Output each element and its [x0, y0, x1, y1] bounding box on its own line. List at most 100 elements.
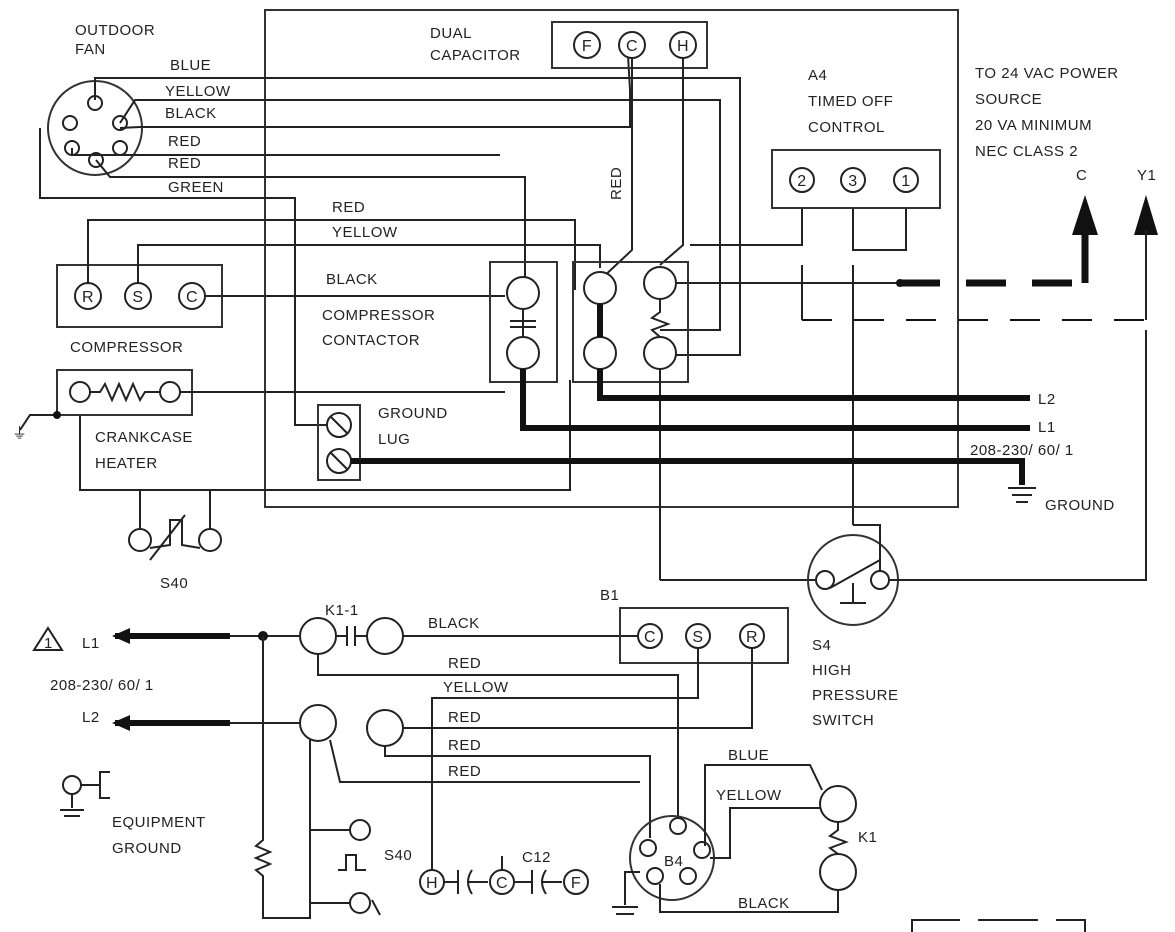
c12-terminal-f-label: F — [571, 875, 581, 892]
ladder-red-wire-2 — [385, 648, 753, 729]
fan-wire-green-label: GREEN — [168, 179, 224, 196]
fan-wire-black — [119, 54, 631, 129]
s40-lower-terminal — [349, 819, 371, 841]
heater-terminal — [159, 381, 181, 403]
contactor-terminal — [643, 336, 677, 370]
ground-lug-label-2: LUG — [378, 431, 410, 448]
supply-top-ground: GROUND — [1045, 497, 1115, 514]
heater-resistor — [90, 381, 160, 403]
partial-box-outline — [911, 919, 1086, 932]
ladder-l2-terminal — [366, 709, 404, 747]
b1-terminal-s-label: S — [692, 629, 703, 646]
s4-terminal — [870, 570, 890, 590]
arrow-left-icon — [112, 628, 130, 644]
contactor-coil — [649, 299, 671, 338]
ground-lug-screw-slot — [330, 452, 348, 470]
k11-terminal — [299, 617, 337, 655]
compressor-label: COMPRESSOR — [70, 339, 183, 356]
b4-label: B4 — [664, 853, 683, 870]
power-source-line-3: 20 VA MINIMUM — [975, 117, 1092, 134]
ladder-red-label-2: RED — [448, 709, 481, 726]
b1-terminal-r-label: R — [746, 629, 758, 646]
s40-top-blade — [149, 514, 186, 561]
k11-label: K1-1 — [325, 602, 359, 619]
contactor-terminal — [506, 336, 540, 370]
contactor-terminal — [583, 271, 617, 305]
arrow-left-icon — [112, 715, 130, 731]
capacitor-h-wire — [659, 58, 684, 266]
ladder-red-label-3: RED — [448, 737, 481, 754]
capacitor-terminal-c-label: C — [626, 38, 638, 55]
b4-pin — [669, 817, 687, 835]
comp-wire-black-label: BLACK — [326, 271, 378, 288]
ground-lug-label-1: GROUND — [378, 405, 448, 422]
dual-capacitor-label-1: DUAL — [430, 25, 472, 42]
ladder-red-wire-4 — [329, 739, 640, 783]
power-source-line-2: SOURCE — [975, 91, 1042, 108]
k1-terminal — [819, 785, 857, 823]
b4-pin — [679, 867, 697, 885]
ground-lug-box — [317, 404, 361, 481]
timed-off-wire-2 — [740, 208, 803, 246]
capacitor-c-wire — [599, 58, 633, 281]
equipment-ground-label-1: EQUIPMENT — [112, 814, 206, 831]
fan-wire-yellow — [119, 99, 721, 331]
fan-wire-red-label-2: RED — [168, 155, 201, 172]
b4-pin — [639, 839, 657, 857]
l1-line-top — [520, 369, 1030, 431]
compressor-terminal-c-label: C — [186, 289, 198, 306]
k1-coil — [827, 822, 849, 855]
s40-top-switch — [149, 519, 201, 549]
compressor-terminal-r-label: R — [82, 289, 94, 306]
s4-label-4: SWITCH — [812, 712, 874, 729]
ladder-heater-resistor — [253, 636, 311, 919]
dual-capacitor-label-2: CAPACITOR — [430, 47, 521, 64]
b4-pin — [646, 867, 664, 885]
ladder-black2-label: BLACK — [738, 895, 790, 912]
k1-terminal — [819, 853, 857, 891]
heater-bottom-wire — [79, 380, 571, 491]
s4-diaphragm — [840, 583, 866, 604]
power-source-c-label: C — [1076, 167, 1087, 184]
timed-off-ref: A4 — [808, 67, 827, 84]
s4-label-1: S4 — [812, 637, 831, 654]
capacitor-terminal-f-label: F — [582, 38, 592, 55]
timed-off-label-2: CONTROL — [808, 119, 885, 136]
chassis-ground-icon: ⏚ — [12, 425, 28, 442]
power-source-line-4: NEC CLASS 2 — [975, 143, 1078, 160]
comp-wire-yellow-label: YELLOW — [332, 224, 398, 241]
contactor-terminal — [643, 266, 677, 300]
power-source-line-1: TO 24 VAC POWER — [975, 65, 1119, 82]
arrow-up-c-icon — [1072, 195, 1098, 235]
supply-top-l2: L2 — [1038, 391, 1056, 408]
s40-top-terminal — [198, 528, 222, 552]
b1-label: B1 — [600, 587, 619, 604]
ground-line-top — [351, 458, 1025, 485]
fan-wire-red-label-1: RED — [168, 133, 201, 150]
ladder-yellow-wire — [431, 648, 699, 870]
comp-wire-red — [87, 219, 576, 290]
fan-wire-red-1 — [71, 148, 500, 156]
s40-lower-switch — [338, 854, 366, 871]
s40-top-label: S40 — [160, 575, 188, 592]
arrow-up-y1-icon — [1134, 195, 1158, 235]
l2-line-top — [597, 369, 1030, 401]
ladder-l1-label: L1 — [82, 635, 100, 652]
outdoor-fan-label-1: OUTDOOR — [75, 22, 155, 39]
control-box-outline — [264, 9, 959, 508]
equipment-ground-label-2: GROUND — [112, 840, 182, 857]
ladder-red-wire-3 — [384, 744, 651, 838]
k1-black-wire — [659, 884, 839, 913]
crankcase-label-1: CRANKCASE — [95, 429, 193, 446]
equipment-ground-plug-icon — [99, 771, 110, 799]
ladder-l2-label: L2 — [82, 709, 100, 726]
c12-terminal-f — [563, 869, 589, 895]
b4-pin — [693, 841, 711, 859]
s4-right-wire — [889, 330, 1147, 581]
s4-top-wire — [853, 524, 881, 571]
fan-wire-red-2 — [95, 159, 526, 290]
s4-label-2: HIGH — [812, 662, 852, 679]
ladder-red-label-1: RED — [448, 655, 481, 672]
